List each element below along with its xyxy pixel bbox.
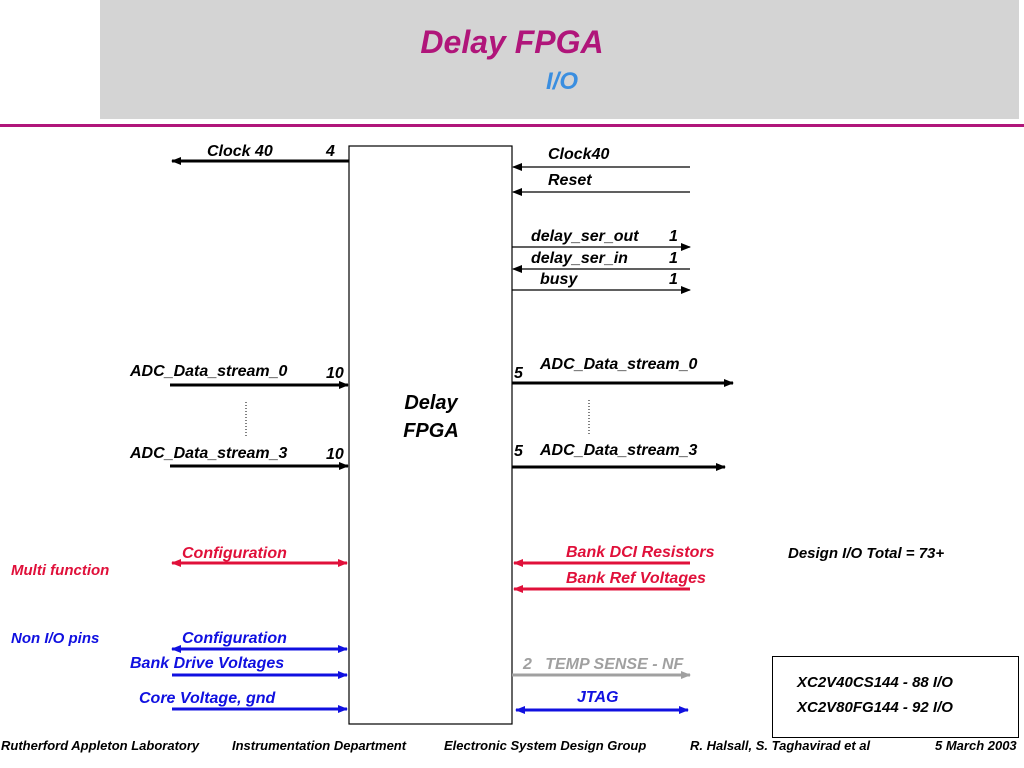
header-divider — [0, 124, 1024, 127]
footer-authors: R. Halsall, S. Taghavirad et al — [690, 738, 871, 753]
adc-in-0-label: ADC_Data_stream_0 — [130, 363, 288, 380]
page-subtitle: I/O — [545, 68, 578, 95]
busy-label: busy — [540, 271, 578, 288]
core-voltage-label: Core Voltage, gnd — [139, 690, 276, 707]
delay-ser-out-width: 1 — [669, 228, 678, 245]
device-io-box — [772, 656, 1019, 738]
fpga-label-line2: FPGA — [403, 420, 459, 442]
clock40-in-label: Clock40 — [548, 146, 610, 163]
clock40-out-width: 4 — [326, 143, 335, 160]
bank-ref-label: Bank Ref Voltages — [566, 570, 706, 587]
config-red-label: Configuration — [182, 545, 287, 562]
bank-drive-label: Bank Drive Voltages — [130, 655, 285, 672]
adc-in-3-width: 10 — [326, 446, 344, 463]
jtag-label: JTAG — [577, 689, 619, 706]
delay-ser-out-label: delay_ser_out — [531, 228, 639, 245]
temp-sense-label: 2 TEMP SENSE - NF — [523, 656, 684, 673]
device-io-1: XC2V40CS144 - 88 I/O — [797, 674, 953, 691]
adc-out-3-width: 5 — [514, 443, 523, 460]
bank-dci-label: Bank DCI Resistors — [566, 544, 715, 561]
delay-ser-in-label: delay_ser_in — [531, 250, 628, 267]
device-io-2: XC2V80FG144 - 92 I/O — [797, 699, 953, 716]
adc-out-3-label: ADC_Data_stream_3 — [540, 442, 698, 459]
adc-out-0-width: 5 — [514, 365, 523, 382]
footer-lab: Rutherford Appleton Laboratory — [1, 738, 200, 753]
fpga-box — [348, 145, 513, 725]
fpga-label-line1: Delay — [404, 392, 458, 414]
reset-label: Reset — [548, 172, 592, 189]
config-blue-label: Configuration — [182, 630, 287, 647]
header-panel — [100, 0, 1019, 119]
busy-width: 1 — [669, 271, 678, 288]
non-io-label: Non I/O pins — [11, 630, 100, 647]
delay-ser-in-width: 1 — [669, 250, 678, 267]
design-io-total: Design I/O Total = 73+ — [788, 545, 945, 562]
adc-out-0-label: ADC_Data_stream_0 — [540, 356, 698, 373]
page-title: Delay FPGA — [420, 24, 604, 60]
footer-group: Electronic System Design Group — [444, 738, 647, 753]
adc-in-3-label: ADC_Data_stream_3 — [130, 445, 288, 462]
footer-dept: Instrumentation Department — [232, 738, 407, 753]
multi-function-label: Multi function — [11, 562, 110, 579]
footer-date: 5 March 2003 — [935, 738, 1017, 753]
clock40-out-label: Clock 40 — [207, 143, 273, 160]
adc-in-0-width: 10 — [326, 365, 344, 382]
